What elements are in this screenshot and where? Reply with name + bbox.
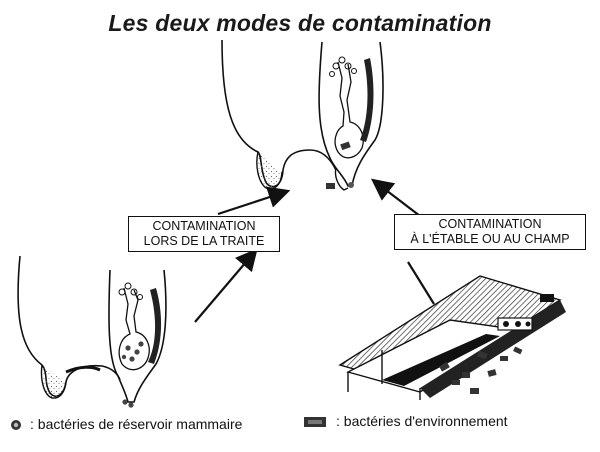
label-milking-line2: LORS DE LA TRAITE <box>143 234 265 248</box>
arrow-env-lower <box>407 261 435 305</box>
udder-left-illustration <box>17 255 167 408</box>
udder-left-shadow <box>65 365 101 374</box>
udder-left-teat-left <box>40 364 67 399</box>
udder-top-illustration <box>221 39 384 191</box>
udder-top-res-bacterium <box>348 182 354 188</box>
legend-environment-text: : bactéries d'environnement <box>336 413 508 429</box>
udder-left-section <box>108 269 167 403</box>
udder-left-res-bacteria <box>121 341 144 408</box>
barn-illustration <box>338 275 566 400</box>
reservoir-bacteria-icon <box>11 420 21 430</box>
label-environment-line1: CONTAMINATION <box>438 217 542 231</box>
udder-top-alveoli-icon <box>329 56 357 77</box>
arrow-env-to-top <box>371 178 421 217</box>
label-milking-line1: CONTAMINATION <box>152 219 256 233</box>
environment-bacteria-icon <box>304 417 326 427</box>
udder-left-alveoli-icon <box>118 282 143 300</box>
label-environment-line2: À L'ÉTABLE OU AU CHAMP <box>410 232 570 246</box>
udder-left-outline <box>17 255 121 397</box>
udder-left-shading <box>148 288 162 364</box>
udder-top-section <box>318 41 384 187</box>
arrow-milking-to-top <box>194 248 258 323</box>
barn-manure-channel <box>382 334 500 386</box>
udder-top-shading <box>360 58 374 142</box>
udder-top-teat-left <box>256 151 283 190</box>
udder-top-env-bacterium <box>340 141 351 151</box>
legend-reservoir-text: : bactéries de réservoir mammaire <box>30 416 243 432</box>
label-environment-contamination: CONTAMINATION À L'ÉTABLE OU AU CHAMP <box>394 214 586 250</box>
diagram-title: Les deux modes de contamination <box>108 10 492 36</box>
udder-left-gland-ducts <box>118 287 150 371</box>
arrow-milking-upper <box>217 186 291 216</box>
barn-env-bacteria <box>439 346 523 394</box>
udder-top-gland-ducts <box>334 61 364 159</box>
udder-top-env-bacterium-2 <box>326 183 335 189</box>
udder-top-teat-right <box>334 167 349 191</box>
label-milking-contamination: CONTAMINATION LORS DE LA TRAITE <box>128 216 280 252</box>
barn-cows-icon <box>497 294 554 331</box>
